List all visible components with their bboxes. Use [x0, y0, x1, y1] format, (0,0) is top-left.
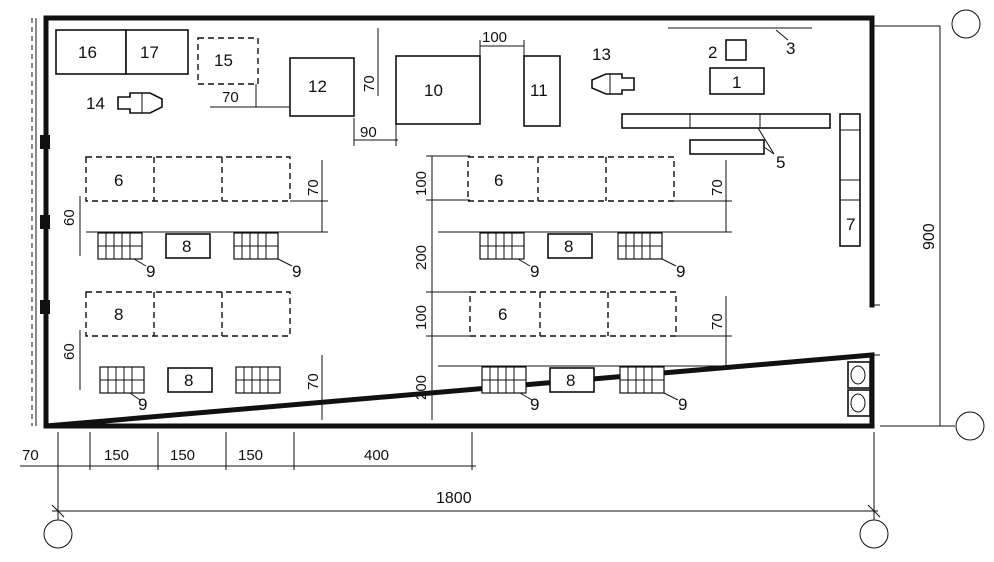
equipment-10: [395, 55, 481, 125]
dim-bottom-70: 70: [22, 447, 39, 464]
label-5: 5: [776, 153, 785, 172]
building-walls: [31, 15, 880, 429]
dim-total-length: 1800: [436, 490, 472, 507]
equipment-11: [523, 55, 561, 127]
label-12: 12: [308, 77, 327, 96]
label-8-left-a: 8: [182, 237, 191, 256]
dim-100-top: 100: [482, 29, 507, 46]
dim-70-right-row2: 70: [709, 313, 726, 330]
window-marker: [40, 215, 50, 229]
dim-100-right-top: 100: [413, 171, 430, 196]
equipment-8-right-b: [549, 367, 595, 393]
rack-9-right-a: [479, 232, 525, 260]
label-11: 11: [530, 81, 548, 100]
label-10: 10: [424, 81, 443, 100]
label-14: 14: [86, 94, 105, 113]
label-2: 2: [708, 43, 717, 62]
window-marker: [40, 135, 50, 149]
label-6-right-bottom: 6: [498, 305, 507, 324]
axis-marker-bottom-center: [859, 519, 889, 549]
dim-70-right-row1: 70: [709, 179, 726, 196]
equipment-13-icon: [591, 73, 635, 95]
equipment-1: [709, 67, 765, 95]
axis-marker-top-right: [951, 9, 981, 39]
rack-9-left-b: [233, 232, 279, 260]
workbench-row-right-2: [469, 291, 677, 337]
equipment-14-icon: [117, 92, 163, 114]
rack-9-left-d: [235, 366, 281, 394]
dim-bottom-150-c: 150: [238, 447, 263, 464]
dim-bottom-150-a: 150: [104, 447, 129, 464]
label-16: 16: [78, 43, 97, 62]
equipment-8-left-a: [165, 233, 211, 259]
label-8-left-b: 8: [184, 371, 193, 390]
equipment-12: [289, 57, 355, 117]
label-9-left-b: 9: [292, 262, 301, 281]
dim-total-width: 900: [921, 223, 938, 250]
rack-9-right-b: [617, 232, 663, 260]
dim-90: 90: [360, 124, 377, 141]
label-8-right-b: 8: [566, 371, 575, 390]
label-9-right-d: 9: [678, 395, 687, 414]
equipment-8-right-a: [547, 233, 593, 259]
label-6-right-top: 6: [494, 171, 503, 190]
dim-200-right-bottom: 200: [413, 375, 430, 400]
label-8-right-a: 8: [564, 237, 573, 256]
label-7: 7: [846, 215, 855, 234]
label-9-left-c: 9: [138, 395, 147, 414]
label-9-right-a: 9: [530, 262, 539, 281]
dim-bottom-400: 400: [364, 447, 389, 464]
equipment-2: [725, 39, 747, 61]
equipment-8-left-b: [167, 367, 213, 393]
dim-bottom-150-b: 150: [170, 447, 195, 464]
label-3: 3: [786, 39, 795, 58]
dim-60-left-top: 60: [61, 209, 78, 226]
label-9-right-c: 9: [530, 395, 539, 414]
label-1: 1: [732, 73, 741, 92]
dim-70-left-row2: 70: [305, 373, 322, 390]
axis-marker-bottom-right: [955, 411, 985, 441]
dim-70-top: 70: [361, 75, 378, 92]
label-8-left-bench: 8: [114, 305, 123, 324]
label-13: 13: [592, 45, 611, 64]
dim-70-left-row1: 70: [305, 179, 322, 196]
workbench-row-right-1: [467, 156, 675, 202]
dim-200-right-top: 200: [413, 245, 430, 270]
axis-marker-bottom-left: [43, 519, 73, 549]
dim-70-left: 70: [222, 89, 239, 106]
label-9-right-b: 9: [676, 262, 685, 281]
label-15: 15: [214, 51, 233, 70]
rack-9-right-c: [481, 366, 527, 394]
label-17: 17: [140, 43, 159, 62]
equipment-15: [197, 37, 259, 85]
rack-9-left-c: [99, 366, 145, 394]
workbench-row-left-2: [85, 291, 291, 337]
label-6-left-top: 6: [114, 171, 123, 190]
equipment-17: [125, 29, 189, 75]
rack-9-left-a: [97, 232, 143, 260]
dim-100-right-bottom: 100: [413, 305, 430, 330]
equipment-5-bench-b: [689, 139, 765, 155]
window-marker: [40, 300, 50, 314]
label-9-left-a: 9: [146, 262, 155, 281]
equipment-16: [55, 29, 127, 75]
workbench-row-left-1: [85, 156, 291, 202]
rack-9-right-d: [619, 366, 665, 394]
equipment-5-bench-a: [621, 113, 831, 129]
dim-60-left-bottom: 60: [61, 343, 78, 360]
